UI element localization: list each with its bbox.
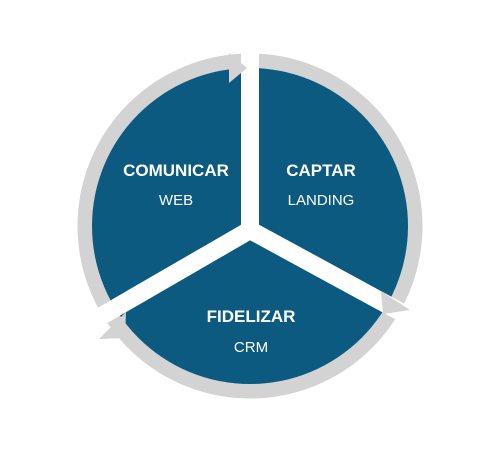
arrow-left-icon [99, 312, 126, 339]
segment-fidelizar: FIDELIZAR CRM [207, 307, 296, 356]
separator-left [93, 222, 255, 326]
segment-captar: CAPTAR LANDING [286, 161, 356, 209]
separator-right [245, 222, 413, 324]
segment-subtitle: CRM [234, 339, 268, 356]
segment-title: COMUNICAR [123, 161, 229, 180]
cycle-arrows [99, 53, 410, 339]
segment-title: FIDELIZAR [207, 307, 296, 326]
segment-subtitle: LANDING [288, 192, 355, 209]
arrow-top-icon [229, 53, 247, 83]
arrow-right-icon [381, 291, 410, 314]
segment-title: CAPTAR [286, 161, 356, 180]
segment-subtitle: WEB [159, 192, 193, 209]
segment-comunicar: COMUNICAR WEB [123, 161, 229, 209]
segment-separators [93, 50, 413, 326]
